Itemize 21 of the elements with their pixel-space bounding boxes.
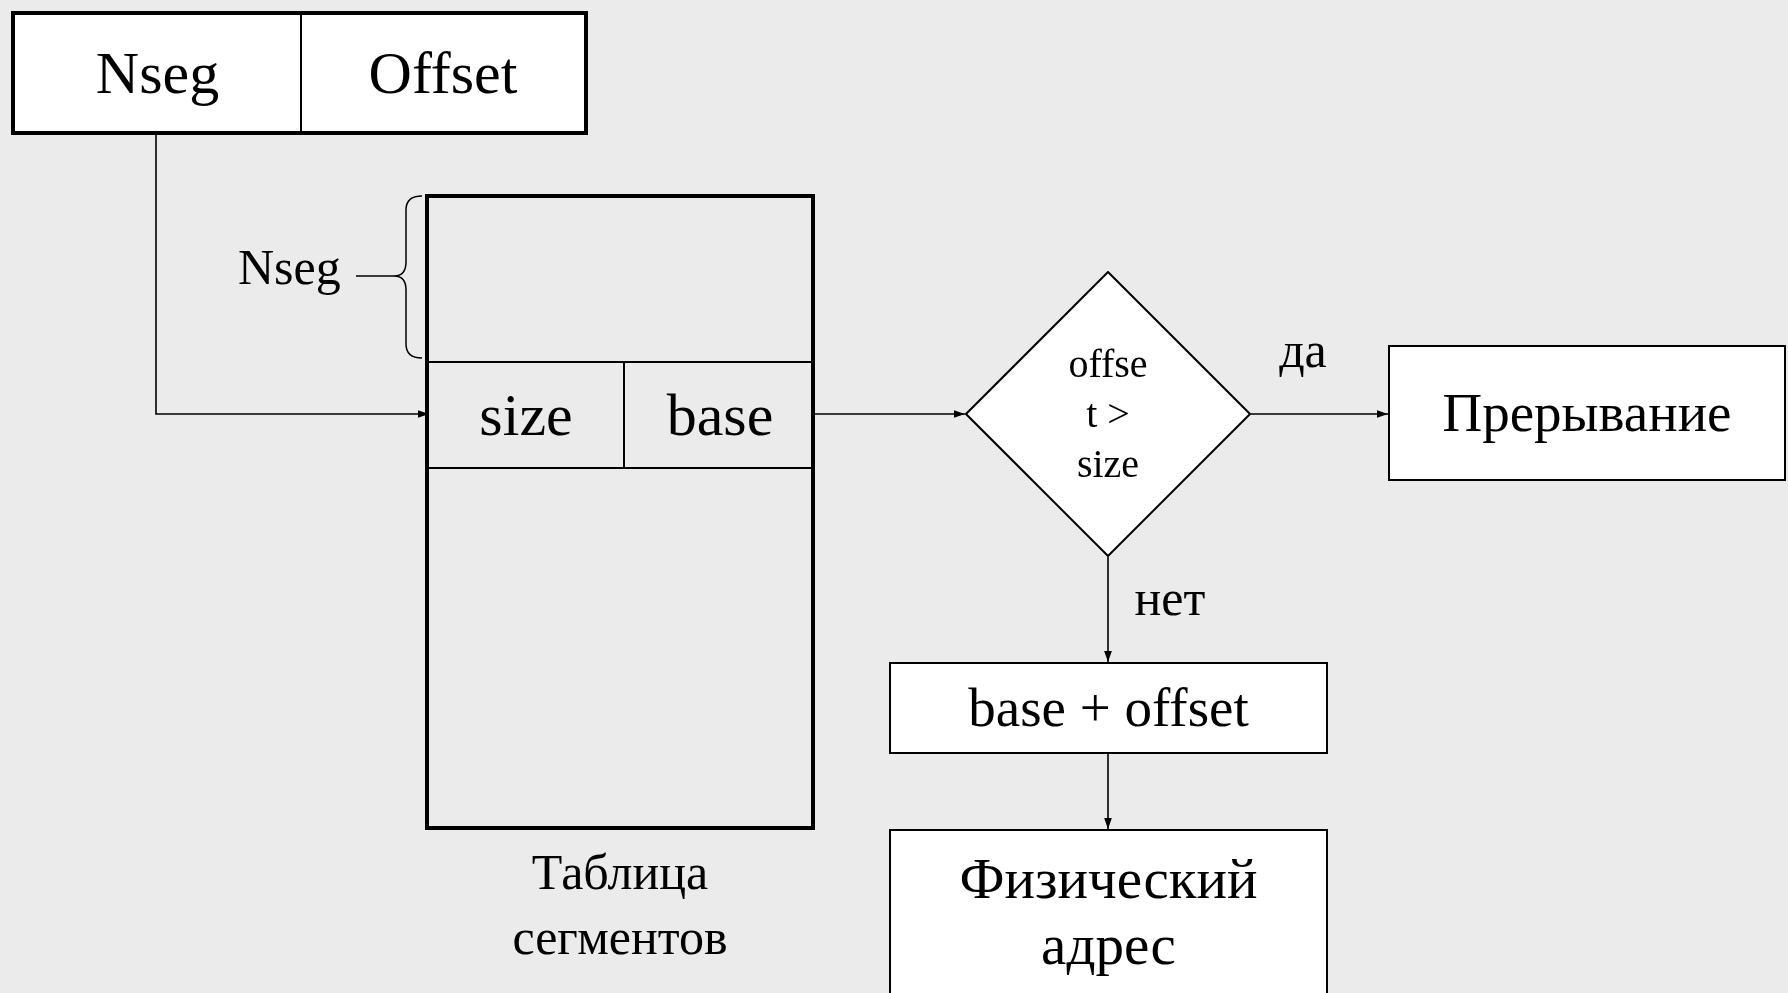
table-caption: Таблица сегментов bbox=[511, 843, 729, 967]
node-text: Offset bbox=[368, 38, 518, 108]
address-field-cell bbox=[11, 11, 300, 135]
table-cell bbox=[429, 361, 624, 469]
decision-diamond bbox=[965, 271, 1251, 557]
node-text: Физический адрес bbox=[958, 846, 1259, 978]
process-box bbox=[889, 662, 1328, 754]
node-text: Прерывание bbox=[1442, 381, 1732, 445]
node-text: size bbox=[479, 380, 573, 450]
arrow bbox=[1104, 556, 1112, 663]
brace-label: Nseg bbox=[238, 240, 341, 295]
node-text: offse t > size bbox=[1067, 340, 1149, 488]
node-text: base + offset bbox=[968, 676, 1249, 740]
process-box bbox=[889, 829, 1328, 993]
arrow bbox=[1250, 410, 1389, 418]
process-box bbox=[1388, 345, 1786, 481]
arrow bbox=[1104, 753, 1112, 830]
node-text: base bbox=[666, 380, 774, 450]
node-text: Nseg bbox=[95, 38, 220, 108]
arrow bbox=[814, 410, 966, 418]
address-field-cell bbox=[300, 11, 588, 135]
